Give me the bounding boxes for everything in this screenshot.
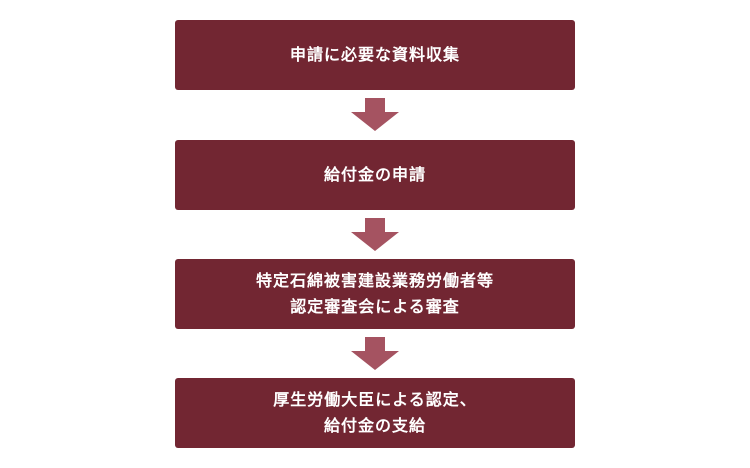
down-arrow-icon (351, 337, 399, 370)
step-label: 給付金の申請 (323, 165, 426, 184)
down-arrow-icon (351, 218, 399, 251)
step-label-line-1: 特定石綿被害建設業務労働者等 (255, 271, 494, 290)
step-label-line-1: 厚生労働大臣による認定、 (273, 390, 477, 409)
arrow-shape (351, 98, 399, 131)
step-box-apply-benefit: 給付金の申請 (175, 140, 575, 210)
arrow-shape (351, 337, 399, 370)
step-label-line-2: 給付金の支給 (323, 416, 426, 435)
step-box-certification-payment: 厚生労働大臣による認定、 給付金の支給 (175, 378, 575, 448)
step-label-line-2: 認定審査会による審査 (290, 297, 460, 316)
arrow-shape (351, 218, 399, 251)
step-box-collect-documents: 申請に必要な資料収集 (175, 20, 575, 90)
step-label: 申請に必要な資料収集 (289, 45, 460, 64)
down-arrow-icon (351, 98, 399, 131)
step-box-committee-review: 特定石綿被害建設業務労働者等 認定審査会による審査 (175, 259, 575, 329)
